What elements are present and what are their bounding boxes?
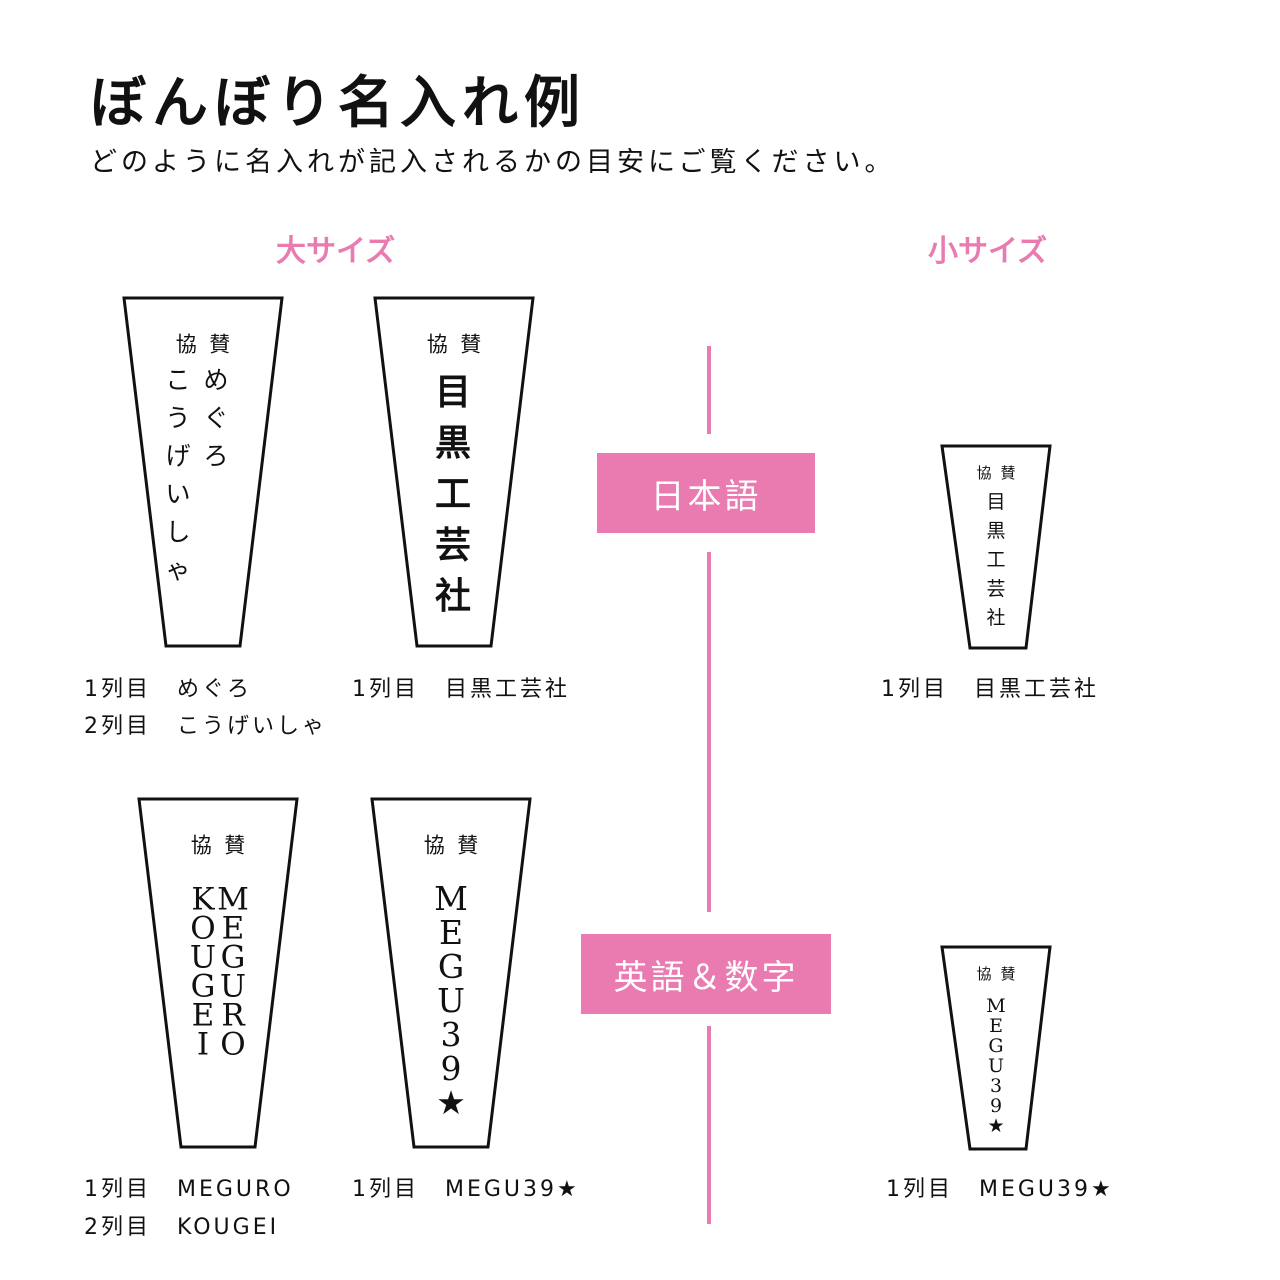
sponsor-header-char: 賛 [224, 834, 245, 858]
caption-en-small-line1: 1列目 MEGU39★ [886, 1171, 1114, 1203]
name-column2-char: E [192, 998, 215, 1034]
caption-label: 1列目 [352, 1177, 419, 1202]
sponsor-header-char: 賛 [457, 834, 478, 858]
name-column2-char: O [190, 911, 215, 947]
name-column1-char: 工 [435, 473, 471, 515]
language-badge-japanese: 日本語 [597, 453, 815, 533]
sponsor-header-char: 協 [976, 965, 991, 983]
divider-line-middle [707, 552, 711, 912]
caption-label: 1列目 [352, 677, 419, 702]
name-column1-char: ★ [436, 1083, 466, 1122]
caption-label: 1列目 [84, 677, 151, 702]
name-column1-char: 3 [990, 1075, 1002, 1097]
name-column1-char: 目 [435, 371, 471, 413]
caption-label: 1列目 [84, 1177, 151, 1202]
sponsor-header-char: 協 [424, 834, 445, 858]
bonbori-en-small: 協賛MEGU39★ [940, 945, 1052, 1151]
name-column1-char: O [220, 1027, 245, 1063]
caption-label: 1列目 [881, 677, 948, 702]
sponsor-header-char: 協 [976, 464, 991, 482]
bonbori-en-large-two-column: 協賛MEGUROKOUGEI [137, 797, 299, 1149]
caption-en-large-two-col-line2: 2列目 KOUGEI [84, 1209, 279, 1241]
language-badge-english-numbers: 英語＆数字 [581, 934, 831, 1014]
caption-jp-small-line1: 1列目 目黒工芸社 [881, 671, 1099, 703]
name-column2-char: K [191, 882, 215, 918]
page-title: ぼんぼり名入れ例 [90, 71, 586, 136]
name-column1-char: 芸 [435, 524, 471, 566]
name-column1-char: 社 [435, 575, 471, 617]
name-column2-char: U [190, 940, 216, 976]
name-column1-char: 3 [441, 1015, 462, 1054]
sponsor-header-char: 協 [427, 333, 448, 357]
name-column1-char: め [203, 366, 228, 395]
name-column1-char: 9 [990, 1095, 1002, 1117]
name-column1-char: E [989, 1015, 1003, 1037]
bonbori-en-large-one-column: 協賛MEGU39★ [370, 797, 532, 1149]
caption-jp-large-two-col-line1: 1列目 めぐろ [84, 671, 252, 703]
name-column1-char: 目 [986, 491, 1005, 513]
name-column1-char: 芸 [986, 578, 1005, 600]
name-column1-char: E [439, 913, 463, 952]
name-column1-char: G [988, 1035, 1003, 1057]
caption-label: 2列目 [84, 714, 151, 739]
name-column1-char: U [988, 1055, 1004, 1077]
name-column1-char: 9 [441, 1049, 462, 1088]
name-column2-char: し [165, 518, 190, 547]
name-column2-char: ゃ [165, 556, 190, 585]
bonbori-jp-large-one-column: 協賛目黒工芸社 [373, 296, 535, 648]
caption-value: MEGU39★ [979, 1177, 1114, 1202]
caption-value: めぐろ [177, 677, 253, 702]
caption-value: 目黒工芸社 [445, 677, 571, 702]
bonbori-jp-small: 協賛目黒工芸社 [940, 444, 1052, 650]
name-column1-char: G [221, 940, 246, 976]
caption-value: こうげいしゃ [177, 714, 328, 739]
sponsor-header-char: 賛 [1000, 464, 1015, 482]
name-column1-char: U [437, 981, 465, 1020]
name-column2-char: I [197, 1027, 209, 1063]
caption-en-large-one-col-line1: 1列目 MEGU39★ [352, 1171, 580, 1203]
name-column1-char: ★ [987, 1115, 1004, 1137]
sponsor-header-char: 賛 [209, 333, 230, 357]
name-column1-char: 工 [986, 549, 1005, 571]
name-column2-char: こ [165, 366, 190, 395]
sponsor-header-char: 協 [191, 834, 212, 858]
divider-line-bottom [707, 1026, 711, 1224]
sponsor-header-char: 協 [176, 333, 197, 357]
name-column1-char: R [221, 998, 246, 1034]
caption-value: 目黒工芸社 [974, 677, 1100, 702]
caption-label: 1列目 [886, 1177, 953, 1202]
size-label-large: 大サイズ [276, 234, 396, 269]
divider-line-top [707, 346, 711, 434]
name-column1-char: ろ [203, 442, 228, 471]
name-column2-char: G [191, 969, 216, 1005]
name-column1-char: 社 [986, 607, 1005, 629]
caption-en-large-two-col-line1: 1列目 MEGURO [84, 1171, 294, 1203]
caption-value: KOUGEI [177, 1215, 280, 1240]
name-column1-char: M [434, 879, 468, 918]
sponsor-header-char: 賛 [460, 333, 481, 357]
name-column1-char: M [217, 882, 249, 918]
caption-value: MEGU39★ [445, 1177, 580, 1202]
sponsor-header-char: 賛 [1000, 965, 1015, 983]
page-subtitle: どのように名入れが記入されるかの目安にご覧ください。 [90, 147, 896, 178]
size-label-small: 小サイズ [928, 234, 1048, 269]
caption-jp-large-one-col-line1: 1列目 目黒工芸社 [352, 671, 570, 703]
name-column2-char: げ [165, 442, 190, 471]
name-column1-char: ぐ [203, 404, 228, 433]
bonbori-jp-large-two-column: 協賛めぐろ こうげいしゃ [122, 296, 284, 648]
caption-value: MEGURO [177, 1177, 294, 1202]
name-column1-char: 黒 [435, 422, 471, 464]
name-column1-char: E [222, 911, 245, 947]
name-column1-char: M [986, 995, 1005, 1017]
caption-jp-large-two-col-line2: 2列目 こうげいしゃ [84, 708, 327, 740]
name-column2-char: い [165, 480, 190, 509]
name-column1-char: U [220, 969, 246, 1005]
name-column2-char: う [165, 404, 190, 433]
caption-label: 2列目 [84, 1215, 151, 1240]
name-column1-char: G [438, 947, 464, 986]
name-column1-char: 黒 [986, 520, 1005, 542]
